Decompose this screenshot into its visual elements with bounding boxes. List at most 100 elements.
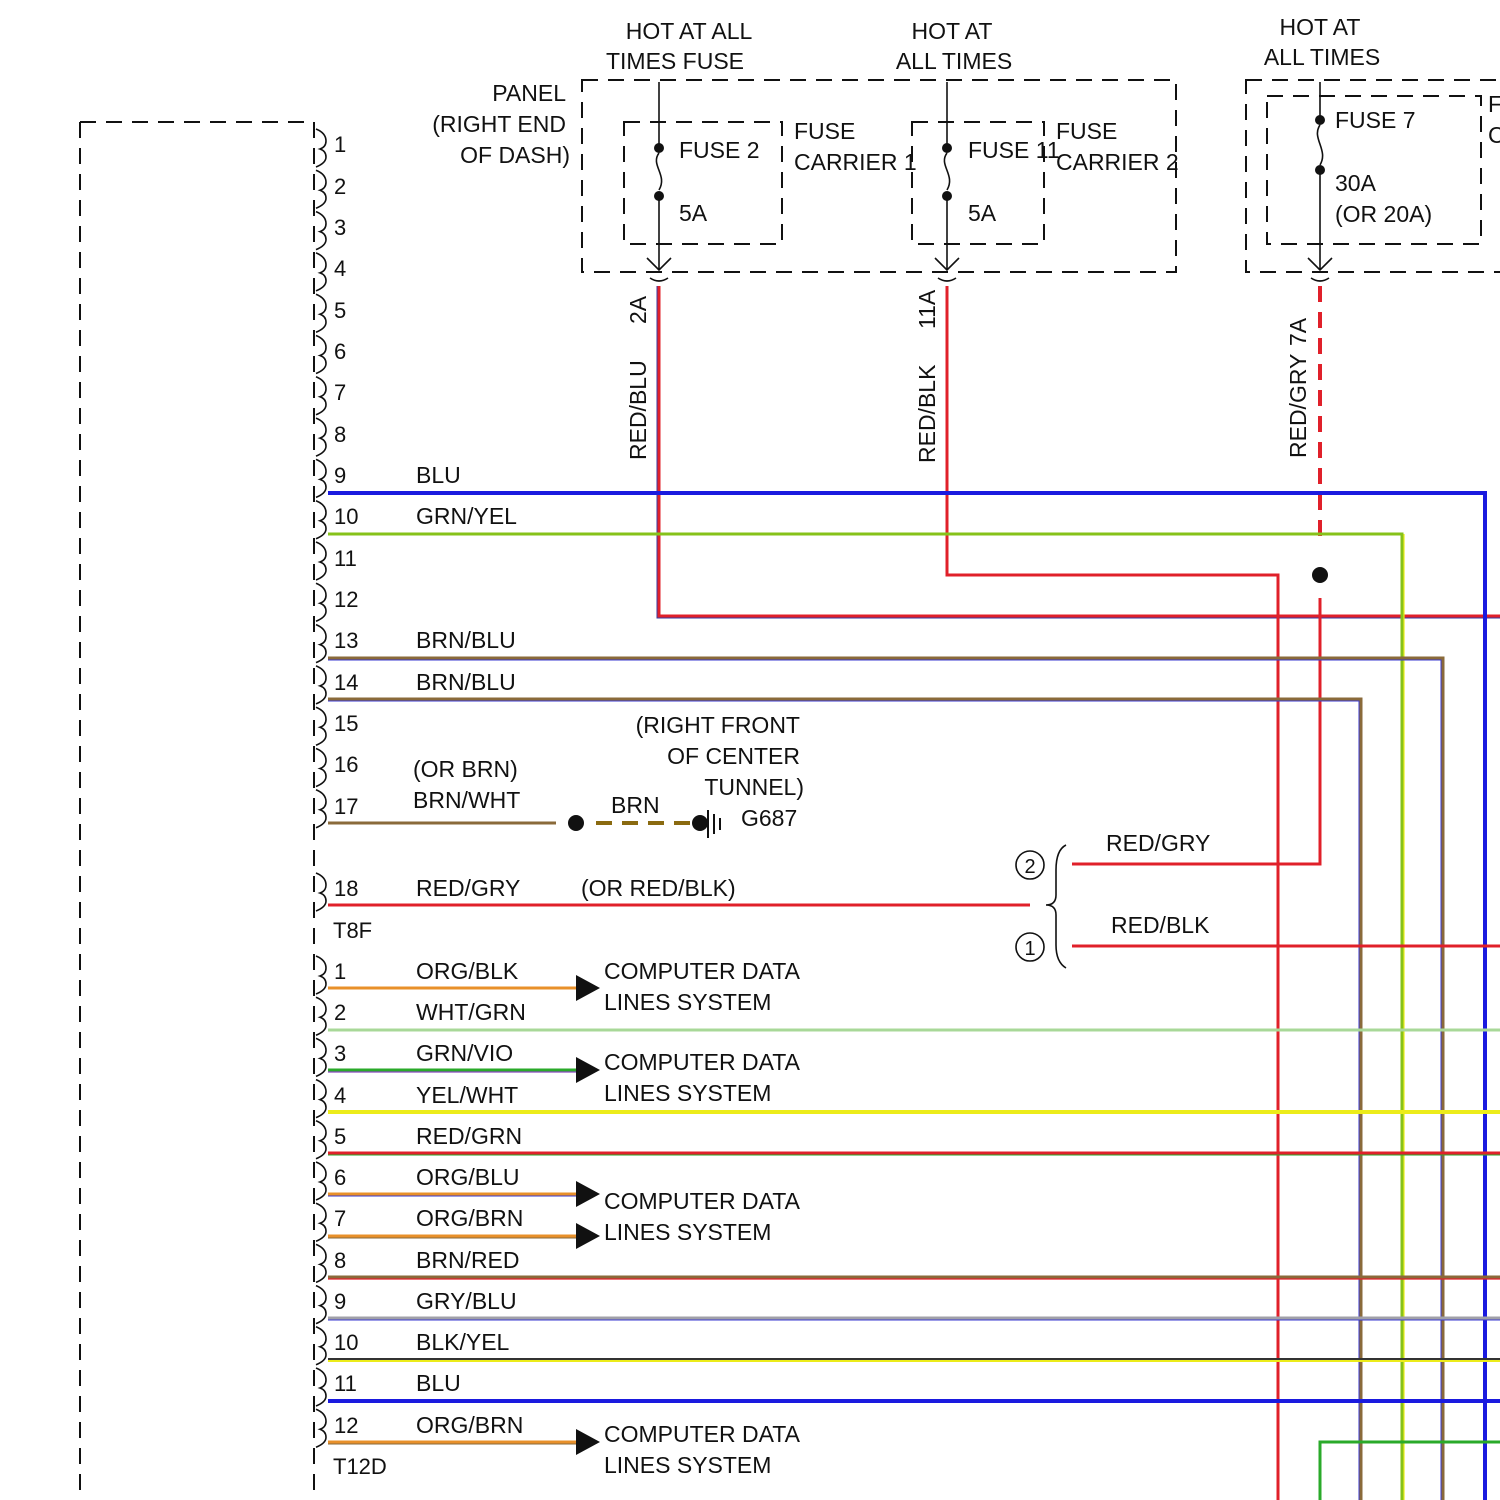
t12d-wire-6: ORG/BLU bbox=[416, 1164, 520, 1190]
t12d-pin-3: 3 bbox=[334, 1041, 346, 1066]
riser-11a-color: RED/BLK bbox=[914, 364, 940, 463]
pin-bracket bbox=[316, 212, 326, 250]
ground-location-2: OF CENTER bbox=[667, 743, 800, 769]
ground-location-1: (RIGHT FRONT bbox=[636, 712, 800, 738]
option-1-wire: RED/BLK bbox=[1111, 912, 1210, 938]
pin-bracket bbox=[316, 253, 326, 291]
data-lines-label-1b: LINES SYSTEM bbox=[604, 989, 771, 1015]
pin-bracket bbox=[316, 956, 326, 994]
data-lines-label-1a: COMPUTER DATA bbox=[604, 958, 801, 984]
t12d-pin-8: 8 bbox=[334, 1248, 346, 1273]
connector-pin-brackets bbox=[316, 129, 326, 1447]
riser-7a-circuit: 7A bbox=[1285, 317, 1311, 346]
t8f-pin-17: 17 bbox=[334, 794, 358, 819]
pin-bracket bbox=[316, 1244, 326, 1282]
t12d-pin-4: 4 bbox=[334, 1083, 346, 1108]
data-lines-label-4b: LINES SYSTEM bbox=[604, 1452, 771, 1478]
fuse-7-rating-alt: (OR 20A) bbox=[1335, 201, 1432, 227]
data-lines-label-2b: LINES SYSTEM bbox=[604, 1080, 771, 1106]
pin-bracket bbox=[316, 790, 326, 828]
t8f-connector-name: T8F bbox=[333, 918, 372, 943]
pin-bracket bbox=[316, 997, 326, 1035]
pin-bracket bbox=[316, 1203, 326, 1241]
fuse-carrier-2-label-2: CARRIER 2 bbox=[1056, 149, 1179, 175]
t8f-wire-10: GRN/YEL bbox=[416, 503, 517, 529]
panel-label-3: OF DASH) bbox=[460, 142, 570, 168]
t8f-wire-13: BRN/BLU bbox=[416, 627, 516, 653]
data-lines-label-3a: COMPUTER DATA bbox=[604, 1188, 801, 1214]
pin-bracket bbox=[316, 129, 326, 167]
t12d-pin-10: 10 bbox=[334, 1330, 358, 1355]
t8f-pin-5: 5 bbox=[334, 298, 346, 323]
t8f-pin-1: 1 bbox=[334, 132, 346, 157]
pin-bracket bbox=[316, 1080, 326, 1118]
fuse-7 bbox=[1308, 82, 1332, 270]
t12d-pin-11: 11 bbox=[334, 1371, 357, 1396]
hot-at-all-times-label-right-2: ALL TIMES bbox=[1264, 44, 1380, 70]
t8f-pin-numbers: 1 2 3 4 5 6 7 8 9 10 11 12 13 14 15 16 1… bbox=[333, 132, 372, 943]
pin-bracket bbox=[316, 749, 326, 787]
riser-11a-circuit: 11A bbox=[914, 289, 940, 329]
t12d-pin-5: 5 bbox=[334, 1124, 346, 1149]
fuse-2-label: FUSE 2 bbox=[679, 137, 760, 163]
t8f-wire-labels: BLU GRN/YEL BRN/BLU BRN/BLU (OR BRN) BRN… bbox=[413, 462, 736, 901]
edge-letter-c: C bbox=[1488, 122, 1500, 148]
t12d-pin-2: 2 bbox=[334, 1000, 346, 1025]
t8f-pin-9: 9 bbox=[334, 463, 346, 488]
pin-bracket bbox=[316, 666, 326, 704]
pin-bracket bbox=[316, 501, 326, 539]
ground-wire-label: BRN bbox=[611, 792, 660, 818]
panel-label: PANEL bbox=[492, 80, 566, 106]
edge-letter-f: F bbox=[1488, 91, 1500, 117]
t8f-pin-11: 11 bbox=[334, 546, 357, 571]
t12d-pin-12: 12 bbox=[334, 1413, 358, 1438]
ground-id: G687 bbox=[741, 805, 797, 831]
pin-bracket bbox=[316, 1286, 326, 1324]
pin-bracket bbox=[316, 1038, 326, 1076]
fuse-2-rating: 5A bbox=[679, 200, 708, 226]
pin-bracket bbox=[316, 873, 326, 911]
t8f-pin-6: 6 bbox=[334, 339, 346, 364]
data-lines-label-4a: COMPUTER DATA bbox=[604, 1421, 801, 1447]
pin-bracket bbox=[316, 542, 326, 580]
pin-bracket bbox=[316, 1121, 326, 1159]
fuse-2 bbox=[647, 82, 671, 270]
t12d-wire-2: WHT/GRN bbox=[416, 999, 526, 1025]
t12d-wire-5: RED/GRN bbox=[416, 1123, 522, 1149]
t8f-pin-10: 10 bbox=[334, 504, 358, 529]
hot-at-all-times-label-2: ALL TIMES bbox=[896, 48, 1012, 74]
t8f-pin-12: 12 bbox=[334, 587, 358, 612]
t8f-pin-8: 8 bbox=[334, 422, 346, 447]
t8f-wire-9: BLU bbox=[416, 462, 461, 488]
fuse-7-rating: 30A bbox=[1335, 170, 1377, 196]
pin-bracket bbox=[316, 625, 326, 663]
t8f-wire-17: BRN/WHT bbox=[413, 787, 520, 813]
module-outline bbox=[80, 122, 314, 1500]
pin-bracket bbox=[316, 459, 326, 497]
riser-2a-color: RED/BLU bbox=[625, 360, 651, 460]
riser-2a-circuit: 2A bbox=[625, 295, 651, 324]
pin-bracket bbox=[316, 1368, 326, 1406]
fuse-carrier-1-label-2: CARRIER 1 bbox=[794, 149, 917, 175]
t12d-pin-1: 1 bbox=[334, 959, 346, 984]
hot-at-all-times-fuse-label-2: TIMES FUSE bbox=[606, 48, 744, 74]
pin-bracket bbox=[316, 336, 326, 374]
t12d-wire-12: ORG/BRN bbox=[416, 1412, 523, 1438]
hot-at-all-times-label: HOT AT bbox=[912, 18, 993, 44]
t8f-pin-13: 13 bbox=[334, 628, 358, 653]
t12d-wire-3: GRN/VIO bbox=[416, 1040, 513, 1066]
t12d-wire-1: ORG/BLK bbox=[416, 958, 519, 984]
hot-at-all-times-label-right: HOT AT bbox=[1280, 14, 1361, 40]
option-1-number: 1 bbox=[1024, 938, 1035, 960]
t12d-pin-9: 9 bbox=[334, 1289, 346, 1314]
t8f-pin-18: 18 bbox=[334, 876, 358, 901]
option-2-number: 2 bbox=[1024, 856, 1035, 878]
t8f-pin-16: 16 bbox=[334, 752, 358, 777]
riser-7a-color: RED/GRY bbox=[1285, 354, 1311, 458]
t12d-wire-4: YEL/WHT bbox=[416, 1082, 518, 1108]
t12d-wire-11: BLU bbox=[416, 1370, 461, 1396]
pin-bracket bbox=[316, 583, 326, 621]
data-line-arrows bbox=[576, 975, 600, 1455]
t8f-wire-18: RED/GRY bbox=[416, 875, 520, 901]
